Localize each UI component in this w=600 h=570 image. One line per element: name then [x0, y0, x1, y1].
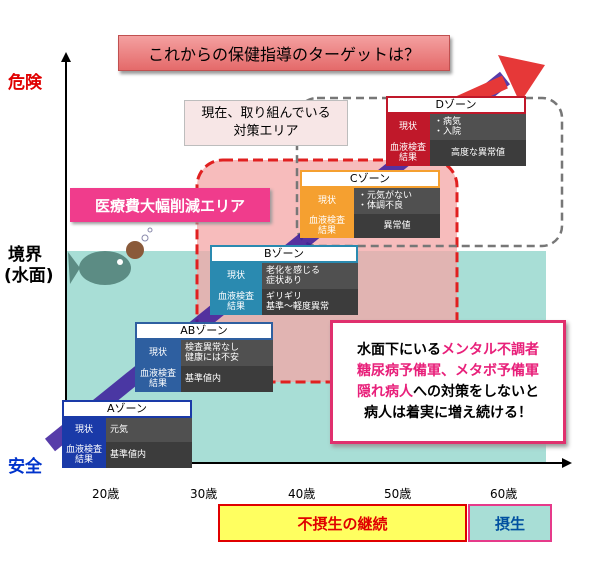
age-label-60: 60歳	[490, 487, 518, 501]
title-text: これからの保健指導のターゲットは？	[147, 45, 420, 64]
zone-header: Cゾーン	[300, 170, 440, 188]
title-banner: これからの保健指導のターゲットは？	[118, 35, 450, 71]
zone-header: ABゾーン	[135, 322, 273, 340]
current-area-outline	[295, 96, 564, 248]
zone-key-blood: 血液検査 結果	[210, 289, 262, 315]
zone-blood-value: 基準値内	[106, 442, 192, 468]
age-label-40: 40歳	[288, 487, 316, 501]
warning-message: 水面下にいるメンタル不調者 糖尿病予備軍、メタボ予備軍 隠れ病人への対策をしない…	[330, 320, 566, 444]
zone-b: Bゾーン 現状 老化を感じる 症状あり 血液検査 結果 ギリギリ 基準～軽度異常	[210, 245, 358, 315]
zone-key-blood: 血液検査 結果	[300, 214, 354, 238]
age-label-20: 20歳	[92, 487, 120, 501]
reduction-area-label: 医療費大幅削減エリア	[70, 188, 270, 222]
zone-ab: ABゾーン 現状 検査異常なし 健康には不安 血液検査 結果 基準値内	[135, 322, 273, 392]
age-label-30: 30歳	[190, 487, 218, 501]
unhealthy-continue-box: 不摂生の継続	[218, 504, 467, 542]
zone-key-status: 現状	[300, 188, 354, 214]
zone-key-blood: 血液検査 結果	[386, 140, 430, 166]
current-area-line1: 現在、取り組んでいる	[201, 106, 331, 121]
healthy-care-box: 摂生	[468, 504, 552, 542]
zone-a: Aゾーン 現状 元気 血液検査 結果 基準値内	[62, 400, 192, 468]
zone-blood-value: ギリギリ 基準～軽度異常	[262, 289, 358, 315]
current-area-label: 現在、取り組んでいる 対策エリア	[184, 100, 348, 146]
zone-header: Bゾーン	[210, 245, 358, 263]
zone-key-status: 現状	[210, 263, 262, 289]
zone-key-blood: 血液検査 結果	[135, 366, 181, 392]
zone-d: Dゾーン 現状 ・病気 ・入院 血液検査 結果 高度な異常値	[386, 96, 526, 166]
y-label-danger: 危険	[8, 73, 42, 93]
zone-c: Cゾーン 現状 ・元気がない ・体調不良 血液検査 結果 異常値	[300, 170, 440, 238]
zone-blood-value: 異常値	[354, 214, 440, 238]
zone-key-status: 現状	[135, 340, 181, 366]
zone-header: Aゾーン	[62, 400, 192, 418]
zone-status-value: ・病気 ・入院	[430, 114, 526, 140]
zone-blood-value: 基準値内	[181, 366, 273, 392]
zone-blood-value: 高度な異常値	[430, 140, 526, 166]
y-label-water: (水面)	[4, 266, 54, 286]
zone-status-value: 老化を感じる 症状あり	[262, 263, 358, 289]
zone-key-status: 現状	[62, 418, 106, 442]
zone-status-value: 検査異常なし 健康には不安	[181, 340, 273, 366]
zone-header: Dゾーン	[386, 96, 526, 114]
zone-status-value: ・元気がない ・体調不良	[354, 188, 440, 214]
current-area-line2: 対策エリア	[233, 124, 299, 139]
fish-icon	[68, 227, 153, 285]
y-label-border: 境界	[8, 245, 42, 265]
age-label-50: 50歳	[384, 487, 412, 501]
zone-status-value: 元気	[106, 418, 192, 442]
y-label-safe: 安全	[8, 457, 42, 477]
zone-key-blood: 血液検査 結果	[62, 442, 106, 468]
zone-key-status: 現状	[386, 114, 430, 140]
